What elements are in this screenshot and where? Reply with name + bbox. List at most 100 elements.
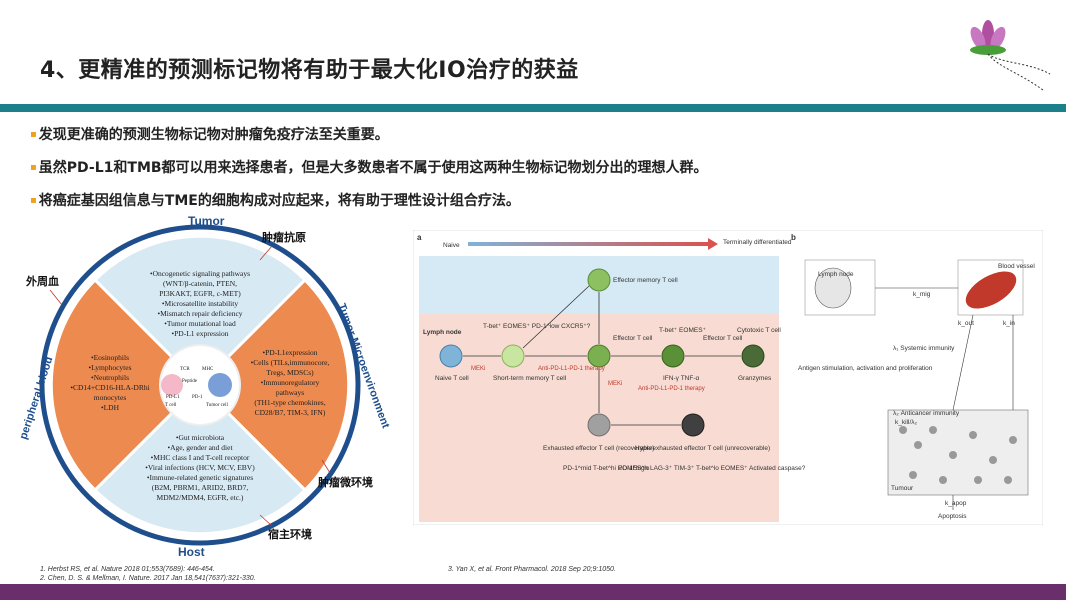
left-item: monocytes xyxy=(94,393,127,402)
bottom-item: (B2M, PBRM1, ARID2, BRD7, xyxy=(152,483,249,492)
center-label: Tumor cell xyxy=(206,403,229,408)
center-label: T cell xyxy=(165,403,177,408)
therapy-labels: MEKi Anti-PD-L1-PD-1 therapy MEKi Anti-P… xyxy=(471,366,705,392)
footer-bar xyxy=(0,584,1066,600)
sector-tme xyxy=(197,277,351,493)
bottom-item: •Immune-related genetic signatures xyxy=(147,473,253,482)
top-items-group: •Oncogenetic signaling pathways (WNT/β-c… xyxy=(150,269,250,338)
bullet-marker: ▪ xyxy=(30,195,37,206)
terminal-label: Terminally differentiated xyxy=(723,239,792,246)
panel-b-label: λ₂ Anticancer immunity xyxy=(893,410,960,417)
therapy-label: MEKi xyxy=(608,381,622,387)
top-item: •Tumor mutational load xyxy=(164,319,236,328)
left-item: •Lymphocytes xyxy=(88,363,131,372)
ring-label-tumor: Tumor xyxy=(188,214,225,228)
bullet-item: ▪发现更准确的预测生物标记物对肿瘤免疫疗法至关重要。 xyxy=(30,124,389,144)
right-item: CD28/B7, TIM-3, IFN) xyxy=(255,408,326,417)
cytotoxic-t-cell xyxy=(741,344,765,368)
center-label: MHC xyxy=(202,367,214,372)
panel-b-label: k_in xyxy=(1003,320,1015,327)
cell-label: Naive T cell xyxy=(435,375,469,382)
left-item: •LDH xyxy=(101,403,120,412)
cell-label: Cytotoxic T cell xyxy=(737,327,781,334)
tcell-differentiation-figure: a Naive Terminally differentiated Lymph … xyxy=(413,230,1043,525)
left-item: •Eosinophils xyxy=(91,353,129,362)
top-item: •PD-L1 expression xyxy=(172,329,229,338)
panel-b-label: Blood vessel xyxy=(998,263,1035,270)
cell-label: PD-1^high LAG-3⁺ TIM-3⁺ T-bet^lo EOMES⁺ … xyxy=(618,465,806,472)
right-item: •Immunoregulatory xyxy=(261,378,320,387)
cell-label: Short-term memory T cell xyxy=(493,375,567,382)
cell-label: PD-1^mid T-bet^hi EOMES^lo xyxy=(563,465,650,472)
left-items-group: •Eosinophils •Lymphocytes •Neutrophils •… xyxy=(70,353,149,412)
bottom-items-group: •Gut microbiota •Age, gender and diet •M… xyxy=(145,433,255,502)
cell-label: IFN-γ TNF-α xyxy=(663,375,699,382)
label-tumor-antigen: 肿瘤抗原 xyxy=(262,230,306,244)
panel-b-label: Antigen stimulation, activation and prol… xyxy=(798,365,933,372)
cell-label: T-bet⁺ EOMES⁺ PD-1^low CXCR5⁺? xyxy=(483,323,591,330)
label-host-env: 宿主环境 xyxy=(268,527,312,541)
differentiation-arrow xyxy=(468,242,708,246)
reference: 3. Yan X, et al. Front Pharmacol. 2018 S… xyxy=(448,566,616,573)
cell-label: Hyperexhausted effector T cell (unrecove… xyxy=(635,445,770,452)
bottom-item: •MHC class I and T-cell receptor xyxy=(151,453,250,462)
lotus-logo xyxy=(958,12,1058,102)
effector-t-cell xyxy=(587,344,611,368)
sector-peripheral xyxy=(49,277,203,493)
bottom-item: •Viral infections (HCV, MCV, EBV) xyxy=(145,463,255,472)
bottom-item: MDM2/MDM4, EGFR, etc.) xyxy=(157,493,244,502)
hyperexhausted-cell xyxy=(681,413,705,437)
ring-label-host: Host xyxy=(178,545,205,559)
panel-a-letter: a xyxy=(417,233,422,242)
panel-b-label: k_kill/λ₂ xyxy=(895,419,918,426)
top-item: •Oncogenetic signaling pathways xyxy=(150,269,250,278)
naive-t-cell xyxy=(439,344,463,368)
panel-b-letter: b xyxy=(791,233,796,242)
cell-label: Effector memory T cell xyxy=(613,277,678,284)
label-peripheral-blood: 外周血 xyxy=(25,274,59,288)
bottom-item: •Age, gender and diet xyxy=(167,443,233,452)
biomarker-wheel-figure: Tumor Host peripheral blood Tumor Microe… xyxy=(17,214,391,559)
panel-b-label: λ₁ Systemic immunity xyxy=(893,345,955,352)
cell-label: Effector T cell xyxy=(613,335,653,342)
panel-b-label: k_apop xyxy=(945,500,967,507)
center-label: Peptide xyxy=(182,379,198,384)
bullet-item: ▪将癌症基因组信息与TME的细胞构成对应起来，将有助于理性设计组合疗法。 xyxy=(30,190,520,210)
short-term-memory-cell xyxy=(501,344,525,368)
reference: 1. Herbst RS, et al. Nature 2018 01;553(… xyxy=(40,566,215,573)
center-label: PD-1 xyxy=(192,395,203,400)
panel-b-label: Apoptosis xyxy=(938,513,967,520)
panel-b-label: k_out xyxy=(958,320,974,327)
reference: 2. Chen, D. S. & Mellman, I. Nature. 201… xyxy=(40,575,256,582)
top-item: PI3KAKT, EGFR, c-MET) xyxy=(159,289,241,298)
center-label: TCR xyxy=(180,367,190,372)
panel-b-label: Lymph node xyxy=(818,271,854,278)
bullet-text: 虽然PD-L1和TMB都可以用来选择患者，但是大多数患者不属于使用这两种生物标记… xyxy=(38,160,708,176)
page-title: 4、更精准的预测标记物将有助于最大化IO治疗的获益 xyxy=(40,58,579,83)
sector-host xyxy=(92,382,308,536)
naive-label: Naive xyxy=(443,242,460,249)
right-items-group: •PD-L1expression •Cells (TILs,immunocore… xyxy=(251,348,330,417)
right-item: •PD-L1expression xyxy=(262,348,317,357)
exhausted-cell xyxy=(587,413,611,437)
panel-b-text: Lymph node Blood vessel k_mig k_out k_in… xyxy=(798,263,1035,520)
left-item: •Neutrophils xyxy=(91,373,129,382)
effector-t-cell-2 xyxy=(661,344,685,368)
panel-b-label: Tumour xyxy=(891,485,914,492)
right-item: •Cells (TILs,immunocore, xyxy=(251,358,330,367)
therapy-label: Anti-PD-L1-PD-1 therapy xyxy=(538,366,605,372)
panel-a-text: Naive T cell Effector memory T cell T-be… xyxy=(435,277,806,472)
bullet-text: 将癌症基因组信息与TME的细胞构成对应起来，将有助于理性设计组合疗法。 xyxy=(38,193,520,209)
bullet-marker: ▪ xyxy=(30,129,37,140)
bullet-marker: ▪ xyxy=(30,162,37,173)
sector-tumor xyxy=(92,234,308,388)
therapy-label: MEKi xyxy=(471,366,485,372)
effector-memory-cell xyxy=(587,268,611,292)
center-label: PD-L1 xyxy=(166,395,180,400)
bullet-text: 发现更准确的预测生物标记物对肿瘤免疫疗法至关重要。 xyxy=(38,127,389,143)
bullet-item: ▪虽然PD-L1和TMB都可以用来选择患者，但是大多数患者不属于使用这两种生物标… xyxy=(30,157,708,177)
right-item: Tregs, MDSCs) xyxy=(266,368,314,377)
right-item: pathways xyxy=(276,388,304,397)
top-item: •Mismatch repair deficiency xyxy=(157,309,242,318)
cell-label: Granzymes xyxy=(738,375,772,382)
